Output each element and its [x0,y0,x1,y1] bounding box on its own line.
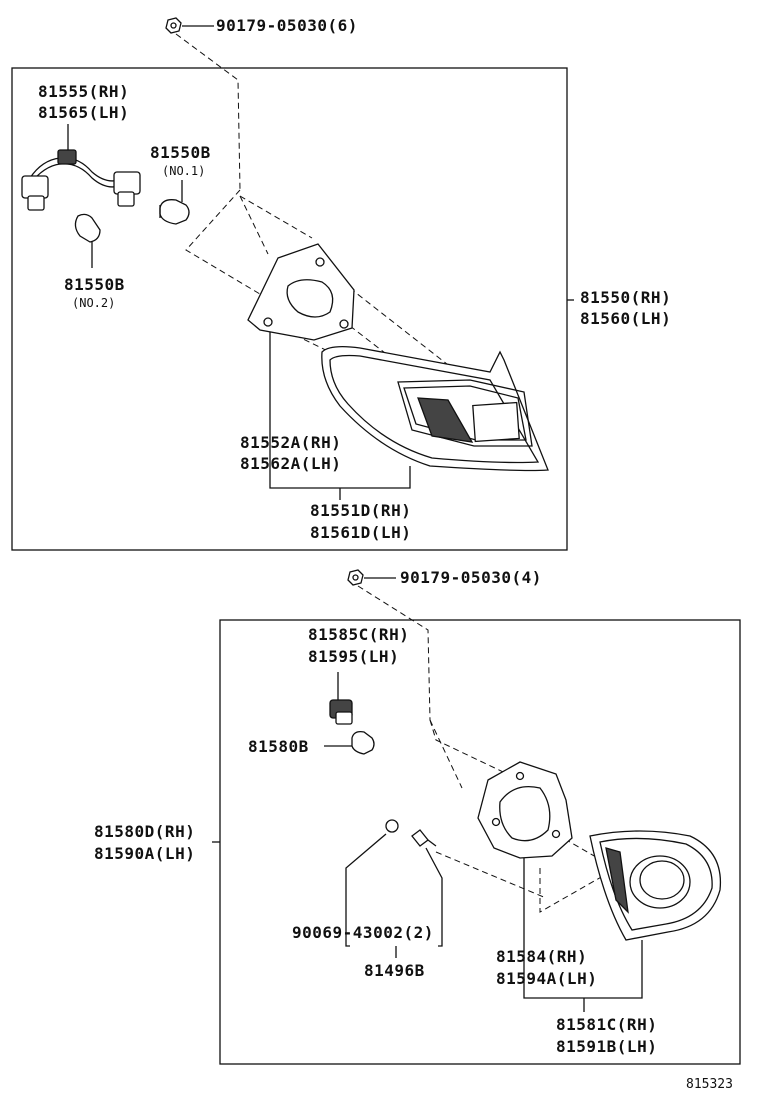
lower-nut-icon [347,569,364,586]
lower-lens-rh-label: 81581C(RH) [556,1015,657,1034]
upper-lens-rh-label: 81551D(RH) [310,501,411,520]
bulb-no1-note: (NO.1) [162,164,205,178]
bulb-no2-note: (NO.2) [72,296,115,310]
upper-gasket-icon [247,243,355,341]
lower-gasket-icon [477,761,573,859]
lower-bulb-label: 81580B [248,737,309,756]
upper-section: 90179-05030(6) 81555(RH) 81565(LH) 81550… [11,16,671,551]
lower-gasket-lh-label: 81594A(LH) [496,969,597,988]
socket-wire-rh-label: 81555(RH) [38,82,129,101]
lower-assembly-lh-label: 81590A(LH) [94,844,195,863]
bulb-no1-icon [159,199,190,225]
clip-set-label: 81496B [364,961,425,980]
upper-gasket-lh-label: 81562A(LH) [240,454,341,473]
lower-gasket-rh-label: 81584(RH) [496,947,587,966]
lower-nut-label: 90179-05030(4) [400,568,542,587]
lower-socket-rh-label: 81585C(RH) [308,625,409,644]
lower-lens-icon [589,830,722,941]
socket-wire-lh-label: 81565(LH) [38,103,129,122]
lower-lens-lh-label: 81591B(LH) [556,1037,657,1056]
lower-socket-lh-label: 81595(LH) [308,647,399,666]
lower-socket-icon [329,699,353,725]
lower-bulb-icon [351,730,375,755]
lower-assembly-rh-label: 81580D(RH) [94,822,195,841]
upper-assembly-rh-label: 81550(RH) [580,288,671,307]
bulb-no2-icon [74,213,101,243]
upper-lens-icon [321,346,549,472]
upper-nut-icon [165,17,182,34]
upper-nut-label: 90179-05030(6) [216,16,358,35]
bulb-no1-label: 81550B [150,143,211,162]
diagram-code: 815323 [686,1077,733,1092]
clip-grommet-icon [385,819,437,847]
lower-section: 90179-05030(4) 81585C(RH) 81595(LH) 8158… [94,568,741,1065]
upper-gasket-rh-label: 81552A(RH) [240,433,341,452]
clip-label: 90069-43002(2) [292,923,434,942]
socket-wire-icon [21,149,141,211]
bulb-no2-label: 81550B [64,275,125,294]
upper-assembly-lh-label: 81560(LH) [580,309,671,328]
upper-frame [11,67,568,551]
upper-lens-lh-label: 81561D(LH) [310,523,411,542]
